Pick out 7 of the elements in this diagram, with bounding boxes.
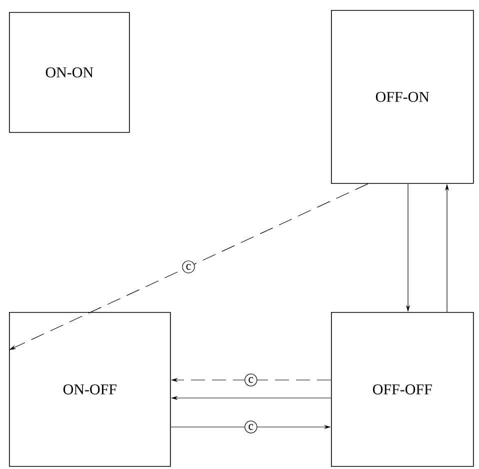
- state-box: ON-ON: [9, 12, 130, 133]
- state-box: OFF-OFF: [331, 312, 474, 467]
- edge-label: c: [182, 260, 195, 274]
- edge-label: c: [244, 420, 258, 434]
- state-box: ON-OFF: [9, 312, 171, 467]
- edge-label: c: [244, 374, 258, 386]
- state-box: OFF-ON: [331, 10, 474, 184]
